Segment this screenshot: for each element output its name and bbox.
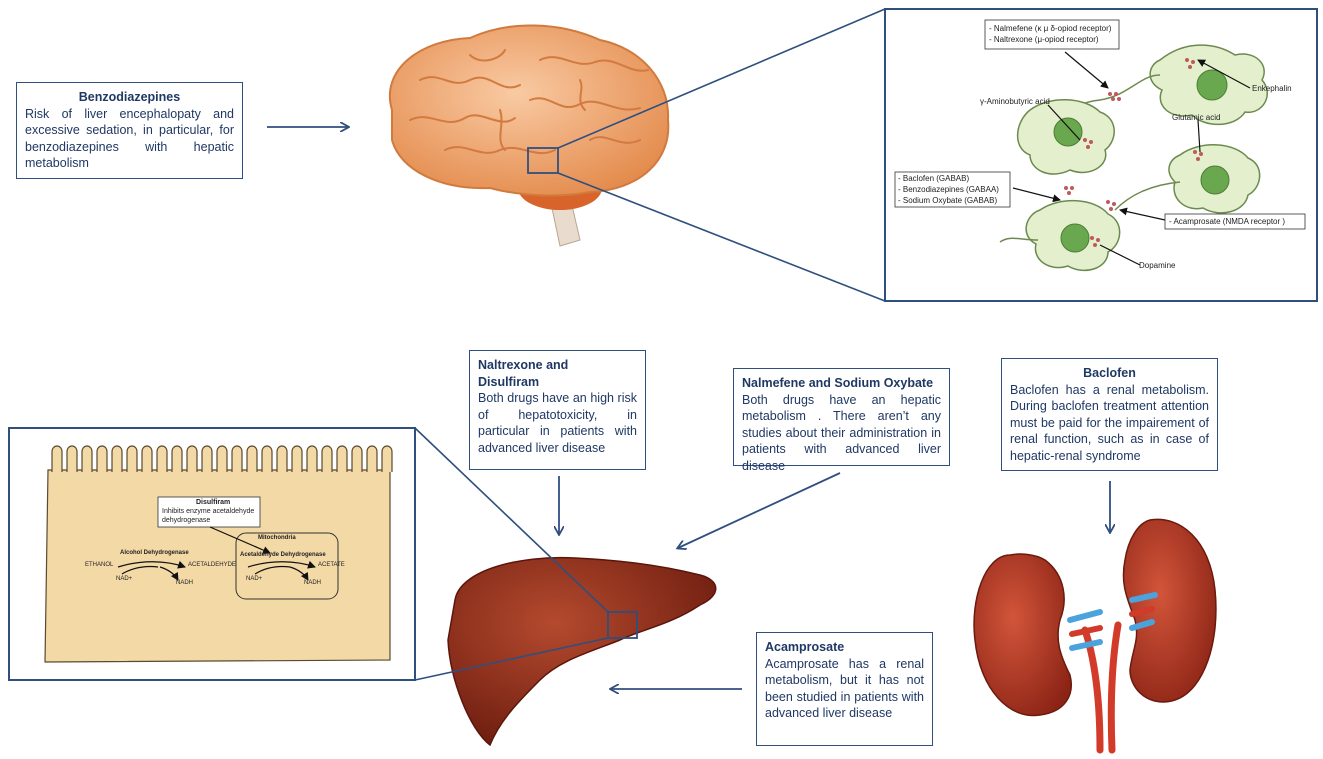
arrow-nalmefene-to-liver [678,473,840,548]
microvillus [217,446,227,472]
nmda-label: - Acamprosate (NMDA receptor ) [1169,217,1285,227]
baclofen-box: Baclofen Baclofen has a renal metabolism… [1001,358,1218,471]
microvillus [382,446,392,472]
alcohol-dh-label: Alcohol Dehydrogenase [120,550,189,556]
nadh-label-2: NADH [304,580,321,586]
microvillus [352,446,362,472]
acetaldehyde-dh-label: Acetaldehyde Dehydrogenase [240,552,326,558]
acamprosate-title: Acamprosate [765,639,924,656]
microvillus [52,446,62,472]
mitochondria-label: Mitochondria [258,535,296,541]
gaba-line-3: - Sodium Oxybate (GABAB) [898,196,997,206]
disulfiram-text-2: dehydrogenase [162,517,210,524]
disulfiram-text-1: Inhibits enzyme acetaldehyde [162,508,254,515]
nalmefene-oxybate-text: Both drugs have an hepatic metabolism . … [742,392,941,475]
microvillus [202,446,212,472]
benzodiazepines-title: Benzodiazepines [25,89,234,106]
kidneys-illustration [974,519,1216,750]
dopamine-label: Dopamine [1139,261,1175,270]
enkephalin-label: Enkephalin [1252,84,1292,93]
microvillus [67,446,77,472]
benzodiazepines-box: Benzodiazepines Risk of liver encephalop… [16,82,243,179]
microvillus [142,446,152,472]
microvillus [187,446,197,472]
acetaldehyde-label: ACETALDEHYDE [188,562,236,568]
microvillus [277,446,287,472]
microvillus [247,446,257,472]
microvillus [262,446,272,472]
nadh-label-1: NADH [176,580,193,586]
naltrexone-disulfiram-text: Both drugs have an high risk of hepatoto… [478,390,637,456]
ethanol-label: ETHANOL [85,562,113,568]
opioid-line-2: - Naltrexone (μ-opiod receptor) [989,35,1099,45]
microvillus [307,446,317,472]
nad-label-1: NAD+ [116,576,132,582]
acetate-label: ACETATE [318,562,345,568]
microvillus [367,446,377,472]
baclofen-text: Baclofen has a renal metabolism. During … [1010,382,1209,465]
microvillus [232,446,242,472]
nad-label-2: NAD+ [246,576,262,582]
microvillus [112,446,122,472]
liver-illustration [415,428,716,745]
naltrexone-disulfiram-box: Naltrexone and Disulfiram Both drugs hav… [469,350,646,470]
microvillus [337,446,347,472]
naltrexone-disulfiram-title: Naltrexone and Disulfiram [478,357,588,390]
baclofen-title: Baclofen [1010,365,1209,382]
microvillus [127,446,137,472]
microvillus [322,446,332,472]
opioid-line-1: - Nalmefene (κ μ δ-opiod receptor) [989,24,1111,34]
microvillus [82,446,92,472]
brain-illustration [390,9,885,301]
hepatocyte-cell [45,446,392,662]
nalmefene-oxybate-title: Nalmefene and Sodium Oxybate [742,375,941,392]
nalmefene-oxybate-box: Nalmefene and Sodium Oxybate Both drugs … [733,368,950,466]
microvillus [292,446,302,472]
benzodiazepines-text: Risk of liver encephalopaty and excessiv… [25,106,234,172]
acamprosate-text: Acamprosate has a renal metabolism, but … [765,656,924,722]
microvillus [157,446,167,472]
gaba-label: γ-Aminobutyric acid [980,97,1050,106]
disulfiram-title: Disulfiram [196,499,230,506]
microvillus [172,446,182,472]
gaba-line-2: - Benzodiazepines (GABAA) [898,185,999,195]
glutamic-label: Glutamic acid [1172,113,1220,122]
acamprosate-box: Acamprosate Acamprosate has a renal meta… [756,632,933,746]
gaba-line-1: - Baclofen (GABAB) [898,174,969,184]
microvillus [97,446,107,472]
